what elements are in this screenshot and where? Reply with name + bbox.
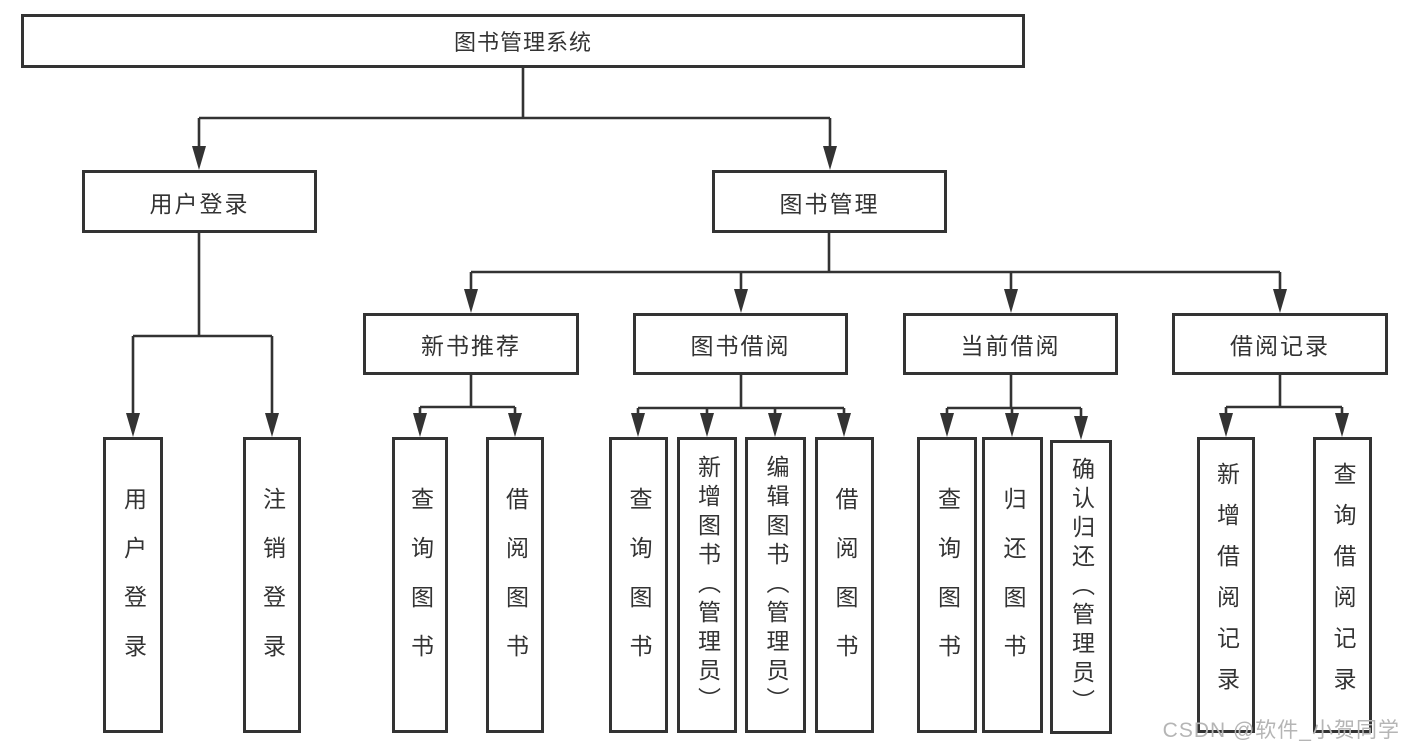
- leaf-logout: 注销登录: [243, 437, 301, 733]
- connector-user-login-children: [126, 233, 279, 437]
- arrowhead-icon: [464, 289, 478, 313]
- node-label: 归还图书: [1000, 487, 1026, 683]
- leaf-return-book: 归还图书: [982, 437, 1043, 733]
- connector-path: [131, 233, 274, 416]
- arrowhead-icon: [1335, 413, 1349, 437]
- node-new-book-recommend: 新书推荐: [363, 313, 579, 375]
- arrowhead-icon: [1219, 413, 1233, 437]
- node-label: 当前借阅: [960, 333, 1061, 359]
- node-current-borrow: 当前借阅: [903, 313, 1118, 375]
- arrowhead-icon: [1273, 289, 1287, 313]
- leaf-edit-book-admin: 编辑图书（管理员）: [745, 437, 806, 733]
- node-label: 注销登录: [259, 487, 286, 683]
- arrowhead-icon: [413, 413, 427, 437]
- node-label: 图书管理系统: [453, 30, 592, 55]
- connector-path: [197, 68, 832, 150]
- node-borrow-records: 借阅记录: [1172, 313, 1388, 375]
- node-label: 借阅图书: [832, 487, 858, 683]
- connector-root-to-level2: [192, 68, 837, 170]
- node-label: 确认归还（管理员）: [1068, 456, 1095, 718]
- arrowhead-icon: [1004, 289, 1018, 313]
- leaf-confirm-return-admin: 确认归还（管理员）: [1050, 440, 1112, 734]
- arrowhead-icon: [823, 146, 837, 170]
- node-label: 图书借阅: [690, 333, 791, 359]
- connector-book-borrow-children: [631, 375, 851, 437]
- node-root-system: 图书管理系统: [21, 14, 1025, 68]
- node-label: 查询图书: [407, 487, 434, 683]
- leaf-query-books-1: 查询图书: [392, 437, 448, 733]
- connector-path: [1224, 375, 1344, 416]
- arrowhead-icon: [508, 413, 522, 437]
- arrowhead-icon: [1005, 413, 1019, 437]
- connector-current-borrow-children: [940, 375, 1088, 440]
- node-label: 编辑图书（管理员）: [763, 454, 789, 716]
- node-label: 查询借阅记录: [1330, 462, 1356, 708]
- leaf-add-borrow-record: 新增借阅记录: [1197, 437, 1255, 733]
- connector-new-books-children: [413, 375, 522, 437]
- node-label: 用户登录: [120, 487, 147, 683]
- connector-borrow-records-children: [1219, 375, 1349, 437]
- arrowhead-icon: [940, 413, 954, 437]
- leaf-borrow-books-2: 借阅图书: [815, 437, 874, 733]
- leaf-query-borrow-record: 查询借阅记录: [1313, 437, 1372, 733]
- leaf-user-login: 用户登录: [103, 437, 163, 733]
- node-user-login: 用户登录: [82, 170, 317, 233]
- node-label: 借阅图书: [502, 487, 529, 683]
- node-label: 图书管理: [779, 190, 880, 217]
- node-label: 用户登录: [149, 190, 250, 217]
- arrowhead-icon: [126, 413, 140, 437]
- node-label: 新书推荐: [421, 333, 521, 359]
- arrowhead-icon: [192, 146, 206, 170]
- arrowhead-icon: [734, 289, 748, 313]
- arrowhead-icon: [837, 413, 851, 437]
- arrowhead-icon: [265, 413, 279, 437]
- node-label: 查询图书: [934, 487, 961, 683]
- arrowhead-icon: [631, 413, 645, 437]
- leaf-borrow-books-1: 借阅图书: [486, 437, 544, 733]
- connector-path: [945, 375, 1083, 418]
- csdn-watermark: CSDN @软件_小贺同学: [1162, 719, 1400, 742]
- node-label: 查询图书: [626, 487, 652, 683]
- node-book-management: 图书管理: [712, 170, 947, 233]
- node-label: 借阅记录: [1230, 333, 1330, 359]
- node-label: 新增借阅记录: [1213, 462, 1240, 708]
- connector-path: [469, 233, 1282, 292]
- node-book-borrow: 图书借阅: [633, 313, 848, 375]
- connector-path: [418, 375, 517, 416]
- leaf-add-book-admin: 新增图书（管理员）: [677, 437, 737, 733]
- leaf-query-books-2: 查询图书: [609, 437, 668, 733]
- arrowhead-icon: [768, 413, 782, 437]
- arrowhead-icon: [1074, 416, 1088, 440]
- connector-path: [636, 375, 846, 416]
- connector-book-mgmt-to-level3: [464, 233, 1287, 313]
- leaf-query-books-3: 查询图书: [917, 437, 977, 733]
- node-label: 新增图书（管理员）: [694, 454, 721, 716]
- arrowhead-icon: [700, 413, 714, 437]
